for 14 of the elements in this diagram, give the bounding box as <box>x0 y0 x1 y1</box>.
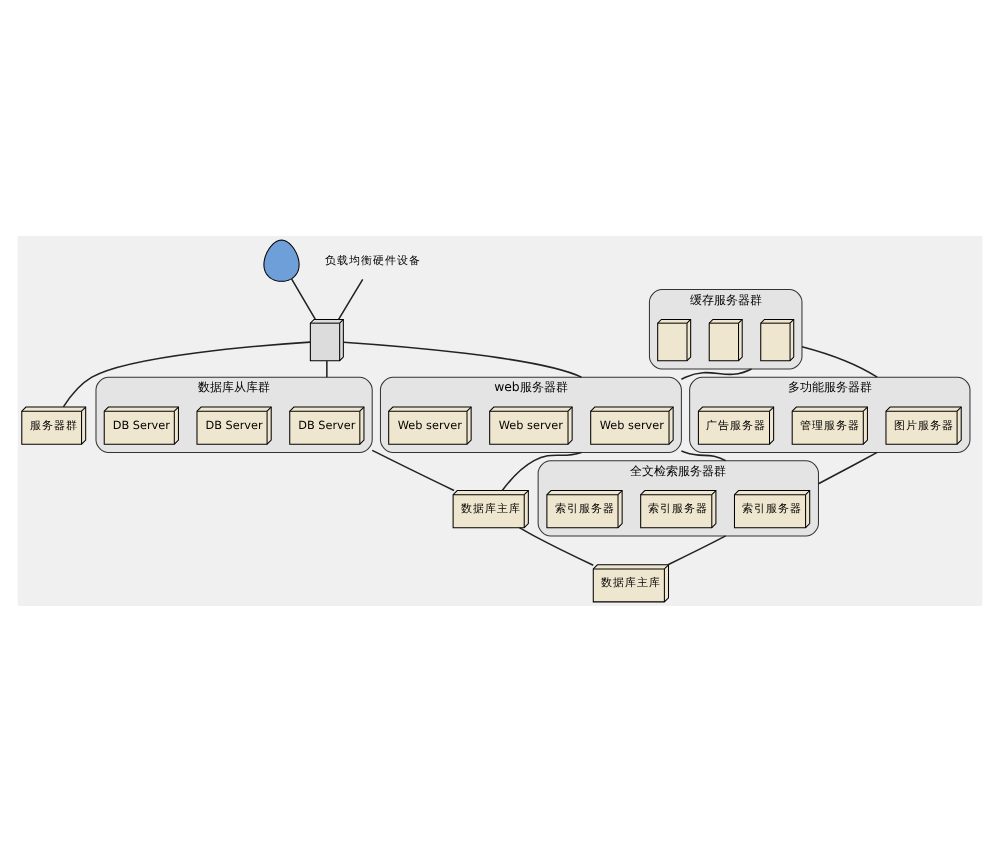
connector <box>518 526 594 566</box>
connector <box>326 360 328 378</box>
connector <box>371 449 455 492</box>
connector <box>501 451 583 492</box>
connector <box>342 341 583 378</box>
connector <box>680 368 753 380</box>
connector <box>801 345 878 378</box>
connector <box>817 451 878 485</box>
connector <box>680 450 727 462</box>
connector <box>667 535 727 566</box>
connector <box>290 278 316 320</box>
connector <box>337 278 364 321</box>
node-person <box>263 239 300 282</box>
connector <box>62 341 311 408</box>
